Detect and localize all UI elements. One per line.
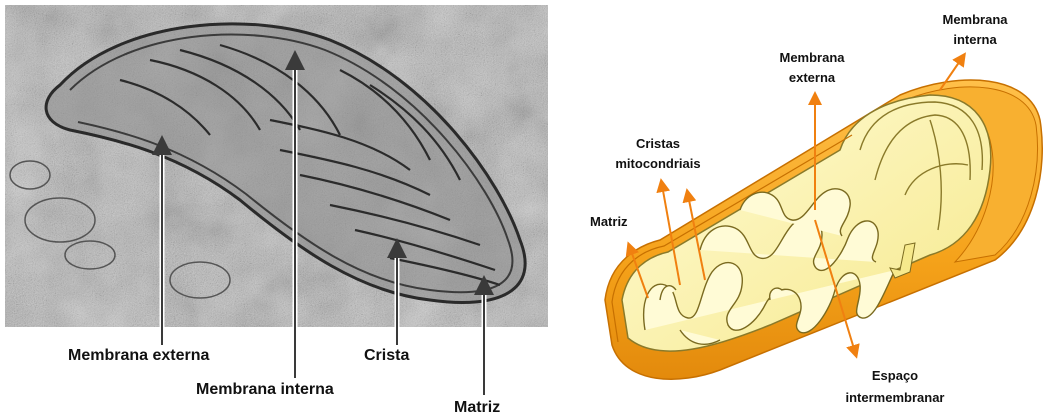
label-r-cristas-line1: Cristas <box>636 136 680 151</box>
label-matriz: Matriz <box>454 399 500 416</box>
label-r-espaco-line1: Espaço <box>872 368 918 383</box>
label-r-cristas-line2: mitocondriais <box>615 156 700 171</box>
illustration-panel: Membrana interna Membrana externa Crista… <box>590 12 1042 405</box>
label-membrana-interna: Membrana interna <box>196 381 334 398</box>
label-r-matriz: Matriz <box>590 214 628 229</box>
label-crista: Crista <box>364 347 409 364</box>
label-r-espaco-line2: intermembranar <box>846 390 945 405</box>
micrograph-panel <box>5 5 548 327</box>
label-r-membrana-externa-line2: externa <box>789 70 836 85</box>
label-membrana-externa: Membrana externa <box>68 347 209 364</box>
label-r-membrana-interna-line1: Membrana <box>942 12 1008 27</box>
label-r-membrana-interna-line2: interna <box>953 32 997 47</box>
label-r-membrana-externa-line1: Membrana <box>779 50 845 65</box>
